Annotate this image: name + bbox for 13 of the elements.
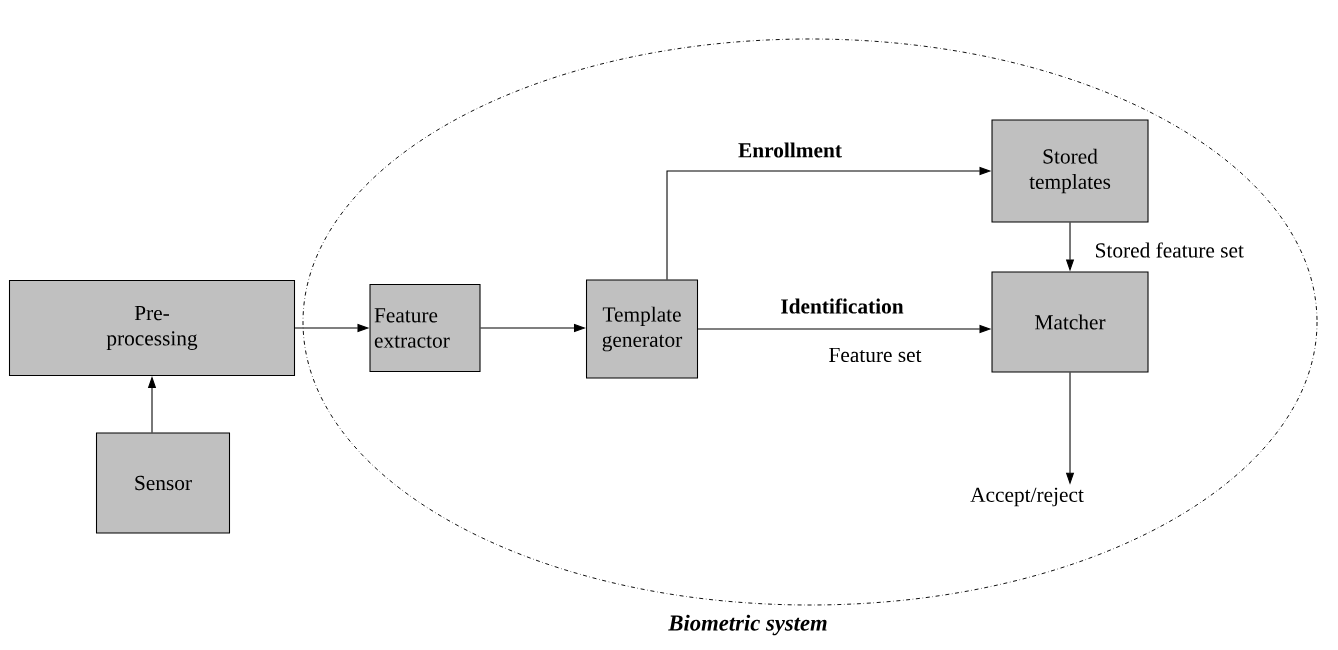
process-box: Feature extractor xyxy=(369,283,481,373)
flow-label: Feature set xyxy=(829,347,922,363)
process-box: Template generator xyxy=(585,279,699,379)
process-box: Sensor xyxy=(95,432,231,534)
edge-label: Identification xyxy=(781,298,904,314)
process-box: Matcher xyxy=(991,271,1149,373)
ellipse-label: Biometric system xyxy=(668,614,827,636)
process-box: Pre-processing xyxy=(8,279,296,377)
flow-label: Stored feature set xyxy=(1096,242,1244,258)
system-ellipse xyxy=(302,38,1318,606)
edge-label: Enrollment xyxy=(738,142,842,158)
output-label: Accept/reject xyxy=(970,487,1084,507)
storage-box: Stored templates xyxy=(991,119,1149,223)
